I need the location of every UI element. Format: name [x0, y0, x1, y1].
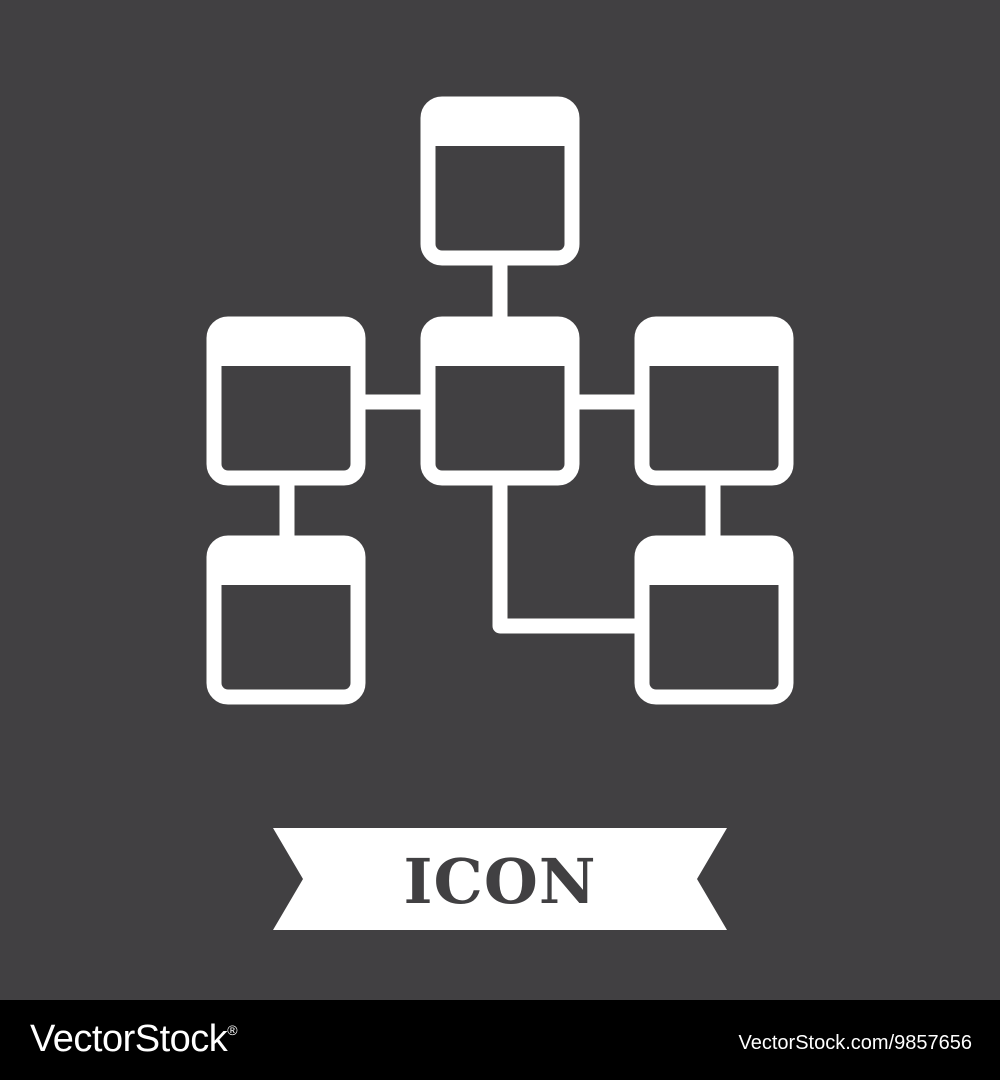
table-header-left [207, 317, 365, 366]
ribbon-label: ICON [403, 844, 597, 918]
image-id: VectorStock.com/9857656 [738, 1032, 972, 1054]
table-header-bottom-right [635, 536, 793, 585]
logo-text: VectorStock [30, 1018, 228, 1060]
vectorstock-logo: VectorStock® [30, 1018, 238, 1061]
table-header-bottom-left [207, 536, 365, 585]
table-header-top [421, 97, 579, 146]
table-header-right [635, 317, 793, 366]
connector-middle-bottomright [492, 480, 640, 634]
database-schema-icon [206, 96, 794, 705]
registered-mark: ® [227, 1022, 238, 1038]
footer-bar: VectorStock® VectorStock.com/9857656 [0, 1000, 1000, 1080]
table-header-middle [421, 317, 579, 366]
